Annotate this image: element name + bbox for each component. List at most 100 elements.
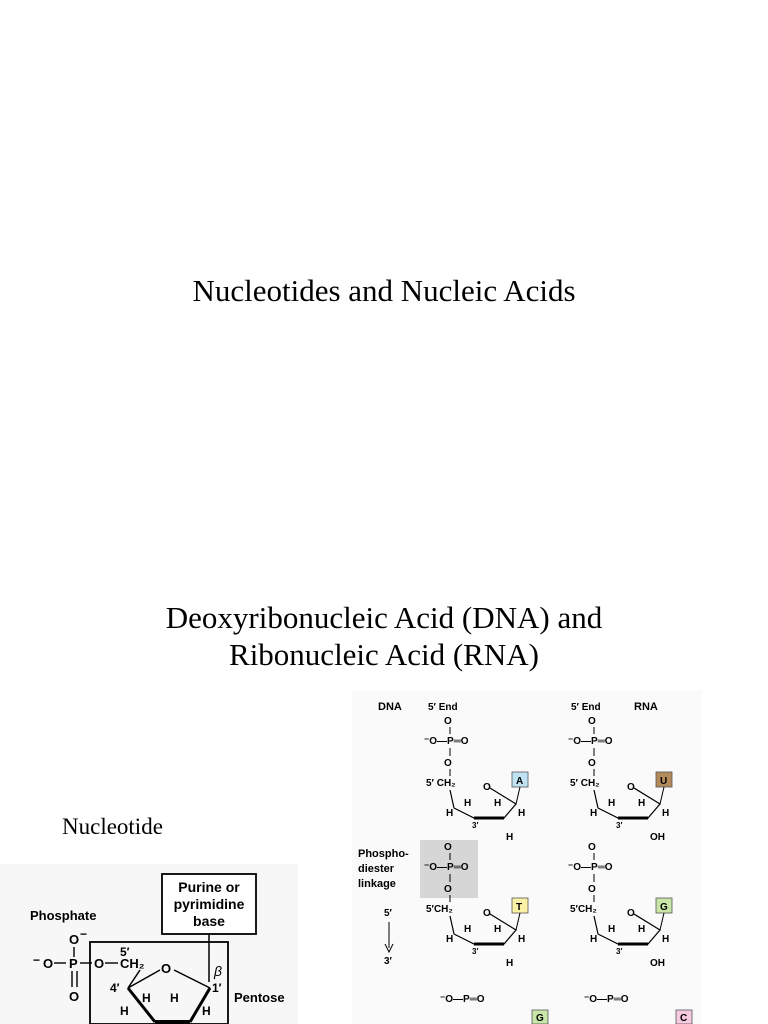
neg-sign-top: − (80, 927, 87, 941)
ring-o: O (483, 908, 491, 919)
glycosidic-bond (515, 786, 521, 805)
h-atom: H (638, 798, 645, 809)
c1-label: 1′ (212, 981, 222, 995)
phospho-label-2: diester (358, 863, 395, 875)
o-atom: O (588, 884, 596, 895)
h-atom: H (608, 924, 615, 935)
o-double: O (69, 989, 79, 1004)
o-atom: O (588, 716, 596, 727)
o-ring: O (161, 961, 171, 976)
h-atom: H (494, 924, 501, 935)
o-atom: O (444, 884, 452, 895)
glycosidic-bond (659, 786, 665, 805)
phosphate-group: ⁻O—P═O (568, 736, 613, 747)
p-atom: P (69, 956, 78, 971)
three-prime: 3′ (472, 947, 478, 956)
base-label-1: Purine or (178, 879, 240, 895)
h-atom: H (506, 958, 513, 969)
base-letter: U (660, 776, 667, 787)
phosphate-group: ⁻O—P═O (584, 994, 629, 1005)
pentose-label: Pentose (234, 990, 285, 1005)
o-atom: O (444, 758, 452, 769)
strands-diagram: DNA RNA 5′ End 5′ End Phospho- diester l… (352, 690, 702, 1024)
dna-5end: 5′ End (428, 702, 458, 713)
ring-o: O (483, 782, 491, 793)
glycosidic-bond (515, 912, 521, 931)
o-atom: O (588, 842, 596, 853)
phospho-label-3: linkage (358, 878, 396, 890)
o-bridge: O (94, 956, 104, 971)
rna-5end: 5′ End (571, 702, 601, 713)
h-3: H (120, 1004, 129, 1018)
o-atom: O (444, 842, 452, 853)
o-minus-top: O (69, 932, 79, 947)
title-line-2: Ribonucleic Acid (RNA) (229, 637, 539, 673)
phosphate-group: ⁻O—P═O (568, 862, 613, 873)
h-atom: H (662, 934, 669, 945)
ring-o: O (627, 908, 635, 919)
h-2: H (170, 991, 179, 1005)
slide-title: Nucleotides and Nucleic Acids (192, 273, 576, 308)
base-letter: G (536, 1013, 544, 1024)
rna-label: RNA (634, 701, 658, 713)
h-atom: H (638, 924, 645, 935)
h-atom: H (446, 934, 453, 945)
h-4: H (202, 1004, 211, 1018)
arrow-3: 3′ (384, 956, 393, 967)
pentose-box (89, 941, 229, 1024)
o-left: O (43, 956, 53, 971)
c5-label: 5′ (120, 945, 130, 959)
neg-sign-left: − (33, 953, 40, 967)
h-atom: H (494, 798, 501, 809)
h-atom: H (506, 832, 513, 843)
phosphate-group: ⁻O—P═O (424, 862, 469, 873)
ch2-label: 5′CH₂ (426, 904, 453, 915)
dna-label: DNA (378, 701, 402, 713)
base-label-2: pyrimidine (174, 896, 245, 912)
h-atom: H (662, 808, 669, 819)
three-prime: 3′ (472, 821, 478, 830)
phosphate-group: ⁻O—P═O (440, 994, 485, 1005)
slide-title: Deoxyribonucleic Acid (DNA) and Ribonucl… (0, 599, 768, 673)
h-atom: H (518, 934, 525, 945)
three-prime: 3′ (616, 947, 622, 956)
c4-label: 4′ (110, 981, 120, 995)
ring-o: O (627, 782, 635, 793)
base-letter: A (516, 776, 523, 787)
h-atom: H (608, 798, 615, 809)
ch2-label: 5′ CH₂ (426, 778, 456, 789)
base-label-3: base (193, 913, 225, 929)
three-prime: 3′ (616, 821, 622, 830)
phosphodiester-highlight (420, 840, 478, 898)
beta-label: β (213, 963, 222, 979)
base-box (675, 1009, 693, 1024)
nucleotide-diagram: Purine or pyrimidine base Phosphate O − … (0, 864, 298, 1024)
title-line-1: Deoxyribonucleic Acid (DNA) and (165, 600, 603, 635)
ch2: CH₂ (120, 956, 145, 971)
phosphate-group: ⁻O—P═O (424, 736, 469, 747)
base-letter: C (680, 1013, 687, 1024)
base-box (531, 1009, 549, 1024)
base-box (161, 873, 257, 935)
o-atom: O (588, 758, 596, 769)
ch2-label: 5′CH₂ (570, 904, 597, 915)
oh-group: OH (650, 958, 665, 969)
h-atom: H (518, 808, 525, 819)
arrow-5: 5′ (384, 908, 393, 919)
phospho-label-1: Phospho- (358, 848, 409, 860)
oh-group: OH (650, 832, 665, 843)
glycosidic-bond (659, 912, 665, 931)
base-letter: G (660, 902, 668, 913)
nucleotide-label: Nucleotide (62, 814, 163, 839)
h-atom: H (464, 798, 471, 809)
h-atom: H (446, 808, 453, 819)
h-atom: H (464, 924, 471, 935)
h-1: H (142, 991, 151, 1005)
o-atom: O (444, 716, 452, 727)
h-atom: H (590, 934, 597, 945)
phosphate-label: Phosphate (30, 908, 96, 923)
h-atom: H (590, 808, 597, 819)
ch2-label: 5′ CH₂ (570, 778, 600, 789)
